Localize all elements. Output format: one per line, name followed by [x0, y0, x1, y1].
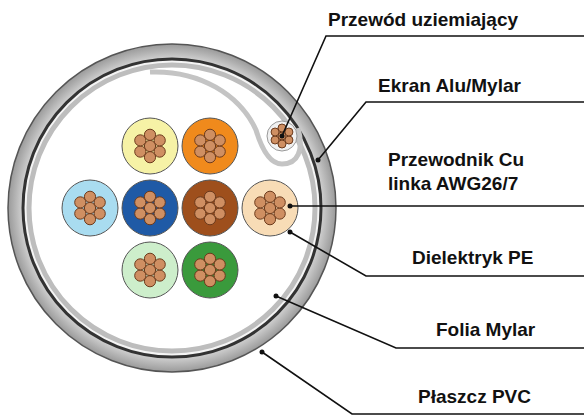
pe-insulation	[182, 180, 238, 236]
leader-dot	[274, 294, 279, 299]
conductor-group	[62, 118, 298, 298]
part-label: Ekran Alu/Mylar	[378, 74, 578, 98]
copper-strand	[274, 197, 285, 208]
leader-line	[282, 36, 584, 136]
copper-strand	[214, 259, 225, 270]
part-label: Płaszcz PVC	[418, 385, 582, 409]
copper-strand	[195, 270, 206, 281]
pe-insulation	[182, 118, 238, 174]
pe-insulation	[62, 180, 118, 236]
leader-dot	[288, 230, 293, 235]
copper-strand	[271, 136, 279, 144]
copper-strand	[214, 197, 225, 208]
pvc-jacket	[8, 44, 336, 372]
part-label: Dielektryk PE	[412, 246, 580, 270]
copper-strand	[75, 208, 86, 219]
part-label: Przewodnik Cu linka AWG26/7	[388, 148, 568, 196]
leader-line	[290, 205, 584, 207]
copper-strand	[255, 208, 266, 219]
leader-line	[276, 296, 584, 348]
alu-shield	[23, 59, 321, 357]
pe-insulation	[122, 180, 178, 236]
pe-insulation	[182, 242, 238, 298]
copper-strand	[135, 208, 146, 219]
pe-insulation	[122, 118, 178, 174]
copper-strand	[214, 135, 225, 146]
copper-strand	[195, 208, 206, 219]
pe-insulation	[122, 242, 178, 298]
leader-line	[290, 232, 584, 276]
copper-strand	[135, 270, 146, 281]
leader-dot	[316, 158, 321, 163]
leader-line	[262, 352, 584, 414]
copper-strand	[195, 146, 206, 157]
copper-strand	[154, 259, 165, 270]
copper-strand	[94, 197, 105, 208]
leader-dot	[280, 134, 285, 139]
pe-insulation	[242, 180, 298, 236]
drain-wire-sleeve	[267, 121, 297, 151]
copper-strand	[154, 135, 165, 146]
mylar-foil	[29, 65, 315, 351]
part-label: Folia Mylar	[436, 318, 582, 342]
part-label: Przewód uziemiający	[328, 8, 578, 32]
leader-dot	[260, 350, 265, 355]
copper-strand	[285, 128, 293, 136]
copper-strand	[154, 197, 165, 208]
copper-strand	[135, 146, 146, 157]
leader-lines	[262, 36, 584, 414]
leader-dot	[288, 204, 293, 209]
